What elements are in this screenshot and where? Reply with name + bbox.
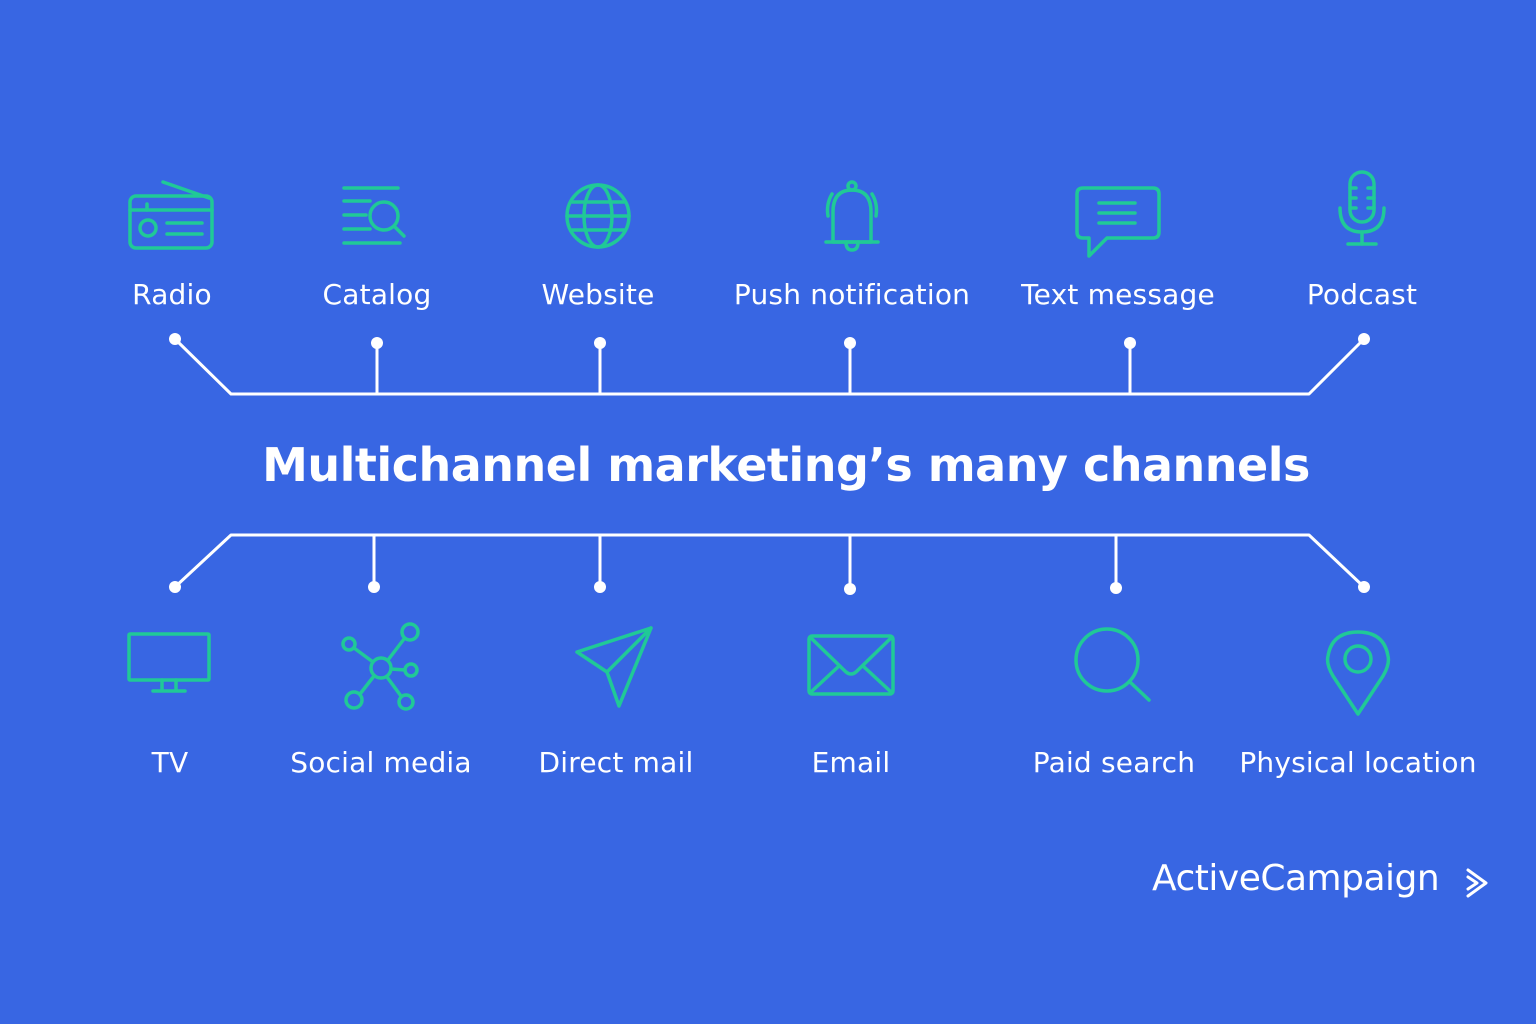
brand-logo-text: ActiveCampaign	[1152, 858, 1440, 899]
chat-bubble-icon	[1075, 186, 1161, 258]
connector-dot	[371, 337, 383, 349]
channel-label: Direct mail	[538, 746, 694, 779]
network-icon	[341, 622, 420, 711]
channel-label: Text message	[1021, 278, 1215, 311]
channel-social-media: Social media	[251, 620, 511, 779]
channel-text-message: Text message	[988, 176, 1248, 311]
connector-dot	[368, 581, 380, 593]
globe-icon	[565, 183, 631, 249]
diagram-title: Multichannel marketing’s many channels	[262, 438, 1310, 492]
channel-label: Physical location	[1239, 746, 1477, 779]
channel-label: Podcast	[1306, 278, 1418, 311]
connector-dot	[844, 337, 856, 349]
connector-dot	[169, 333, 181, 345]
radio-icon	[128, 180, 214, 250]
paper-plane-icon	[575, 626, 653, 708]
connector-dot	[594, 581, 606, 593]
channel-label: Catalog	[322, 278, 432, 311]
channel-label: Radio	[132, 278, 212, 311]
tv-icon	[127, 632, 211, 693]
channel-label: TV	[151, 746, 189, 779]
channel-label: Social media	[290, 746, 472, 779]
double-chevron-right-icon	[1466, 868, 1488, 898]
connector-dot	[1124, 337, 1136, 349]
channel-catalog: Catalog	[247, 176, 507, 311]
channel-radio: Radio	[42, 176, 302, 311]
channel-tv: TV	[40, 626, 300, 779]
connector-dot	[169, 581, 181, 593]
search-icon	[1074, 627, 1151, 702]
channel-label: Push notification	[733, 278, 971, 311]
channel-label: Paid search	[1032, 746, 1196, 779]
channel-label: Website	[541, 278, 655, 311]
channel-physical-location: Physical location	[1228, 626, 1488, 779]
channel-podcast: Podcast	[1232, 166, 1492, 311]
channel-label: Email	[811, 746, 891, 779]
connector-dot	[1358, 333, 1370, 345]
channel-paid-search: Paid search	[984, 624, 1244, 779]
channel-email: Email	[721, 630, 981, 779]
connector-dot	[594, 337, 606, 349]
connector-dot	[1358, 581, 1370, 593]
connector-dot	[1110, 582, 1122, 594]
map-pin-icon	[1325, 630, 1391, 716]
envelope-icon	[807, 634, 895, 696]
microphone-icon	[1338, 170, 1386, 246]
channel-direct-mail: Direct mail	[486, 622, 746, 779]
channel-website: Website	[468, 176, 728, 311]
connector-dot	[844, 583, 856, 595]
bell-icon	[824, 180, 880, 252]
catalog-search-icon	[342, 186, 406, 245]
channel-push-notification: Push notification	[722, 176, 982, 311]
